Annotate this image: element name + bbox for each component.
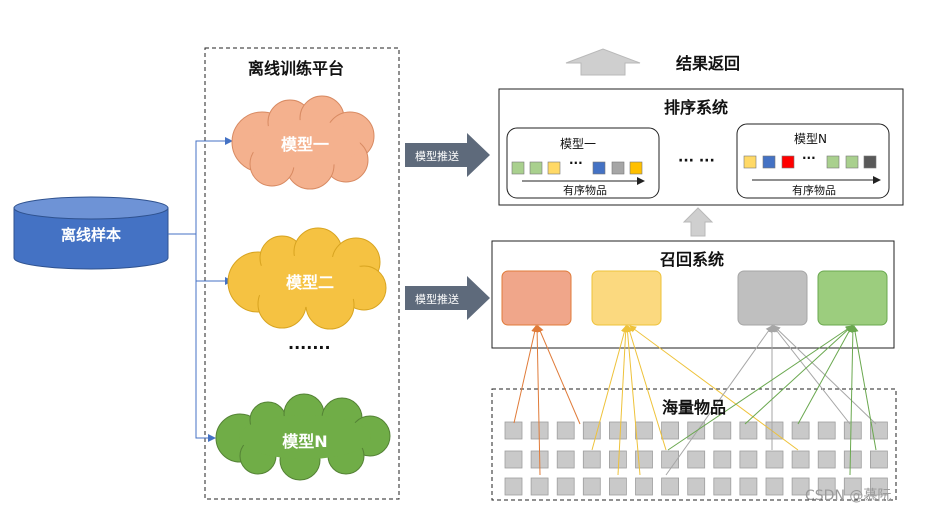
ranking-items-right — [743, 155, 877, 169]
item-square — [635, 477, 653, 496]
item-square — [739, 421, 758, 440]
item-square — [582, 450, 601, 469]
item-square — [635, 421, 653, 440]
item-square — [504, 421, 523, 440]
recall-lines-yellow — [591, 325, 799, 476]
item-square — [713, 450, 732, 469]
recall-channel-orange — [501, 270, 572, 326]
item-square — [765, 450, 784, 469]
ranking-right-dots: ··· — [802, 151, 816, 165]
item-square — [765, 477, 784, 496]
offline-samples-label: 离线样本 — [60, 226, 121, 244]
item-square — [765, 421, 784, 440]
push-label-ranking: 模型推送 — [415, 150, 459, 163]
result-return-arrow — [565, 48, 641, 76]
recall-to-ranking-arrow — [682, 207, 714, 237]
offline-platform-box — [204, 47, 400, 500]
ranking-system-title: 排序系统 — [664, 98, 729, 117]
model-n-label: 模型N — [282, 432, 328, 451]
item-square — [843, 477, 862, 496]
recall-system-title: 召回系统 — [660, 250, 725, 269]
model-2-label: 模型二 — [285, 273, 334, 292]
offline-samples-cylinder — [13, 196, 169, 270]
ranking-right-ordered-label: 有序物品 — [792, 184, 836, 197]
item-square — [870, 450, 888, 469]
ranking-left-model: 模型一 — [560, 137, 597, 151]
more-models-ellipsis: ······· — [288, 338, 331, 357]
push-arrow-recall — [405, 276, 490, 320]
ranking-left-dots: ··· — [569, 156, 583, 170]
item-square — [556, 450, 575, 469]
ranking-right-model: 模型N — [794, 132, 827, 146]
mass-items-grid — [504, 421, 888, 496]
item-square — [609, 450, 627, 469]
item-square — [739, 450, 758, 469]
cloud-model-n — [215, 393, 391, 481]
item-square — [687, 477, 706, 496]
recall-lines-orange — [513, 325, 581, 476]
item-square — [504, 477, 523, 496]
ranking-between-dots: ··· ··· — [678, 153, 715, 169]
item-square — [556, 477, 575, 496]
item-square — [739, 477, 758, 496]
item-square — [817, 477, 836, 496]
item-square — [661, 421, 679, 440]
item-square — [713, 477, 732, 496]
sample-connectors — [168, 137, 233, 442]
push-arrow-ranking — [405, 133, 490, 177]
push-label-recall: 模型推送 — [415, 293, 459, 306]
item-square — [791, 421, 810, 440]
watermark: CSDN @慕阮 — [805, 488, 892, 504]
recall-channel-green — [817, 270, 888, 326]
ranking-items-left — [511, 161, 643, 175]
item-square — [843, 450, 862, 469]
item-square — [791, 450, 810, 469]
item-square — [870, 477, 888, 496]
recall-lines-green — [667, 325, 877, 476]
item-square — [791, 477, 810, 496]
result-return-label: 结果返回 — [676, 54, 741, 73]
item-square — [582, 477, 601, 496]
recall-channel-yellow — [591, 270, 662, 326]
item-square — [609, 477, 627, 496]
mass-items-box — [491, 388, 897, 501]
item-square — [661, 477, 679, 496]
cloud-model-2 — [227, 227, 387, 330]
item-square — [817, 450, 836, 469]
item-square — [609, 421, 627, 440]
item-square — [870, 421, 888, 440]
item-square — [713, 421, 732, 440]
recall-channel-gray — [737, 270, 808, 326]
model-1-label: 模型一 — [280, 135, 329, 154]
ranking-left-ordered-label: 有序物品 — [563, 184, 607, 197]
item-square — [530, 477, 549, 496]
offline-platform-title: 离线训练平台 — [248, 59, 345, 78]
item-square — [635, 450, 653, 469]
cloud-model-1 — [231, 95, 375, 190]
item-square — [556, 421, 575, 440]
item-square — [661, 450, 679, 469]
mass-items-title: 海量物品 — [662, 398, 727, 417]
item-square — [687, 450, 706, 469]
item-square — [843, 421, 862, 440]
item-square — [504, 450, 523, 469]
item-square — [817, 421, 836, 440]
